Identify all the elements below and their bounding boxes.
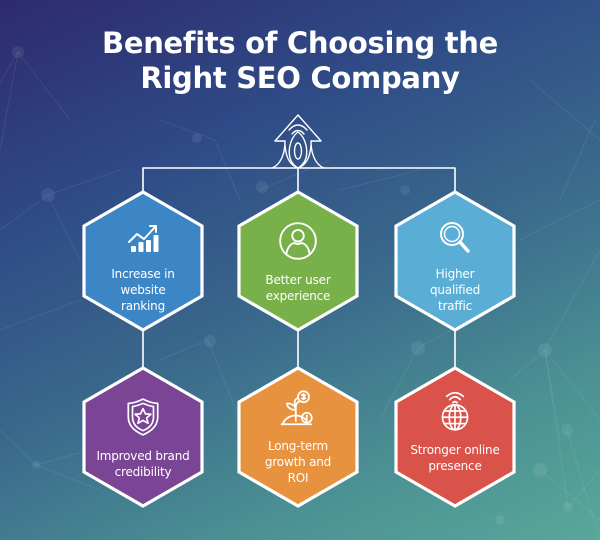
magnifier-icon	[440, 222, 470, 253]
benefit-hex-brand-credibility: Improved brand credibility	[81, 366, 205, 508]
hexagon-shape	[82, 366, 204, 508]
benefit-hex-online-presence: Stronger online presence	[393, 366, 517, 508]
hexagon-shape	[82, 190, 204, 332]
bar-chart-trend-icon	[128, 225, 159, 252]
benefit-label: Increase in website ranking	[111, 266, 175, 314]
label-line: presence	[428, 459, 482, 473]
shield-star-icon	[127, 398, 159, 436]
growth-arrow-icon	[271, 114, 325, 169]
hexagon-shape	[394, 366, 516, 508]
title-line-1: Benefits of Choosing the	[102, 26, 498, 60]
label-line: growth and	[264, 455, 332, 469]
label-line: qualified	[429, 283, 480, 297]
label-line: ROI	[287, 471, 309, 485]
label-line: traffic	[438, 299, 472, 313]
hexagon-shape	[237, 366, 359, 508]
label-line: Stronger online	[410, 443, 500, 457]
label-line: credibility	[114, 465, 172, 479]
benefit-hex-qualified-traffic: Higher qualified traffic	[393, 190, 517, 332]
label-line: Improved brand	[96, 449, 190, 463]
benefit-label: Better user experience	[265, 272, 330, 304]
label-line: experience	[265, 289, 331, 303]
benefit-hex-website-ranking: Increase in website ranking	[81, 190, 205, 332]
hexagon-shape	[237, 190, 359, 332]
label-line: website	[120, 283, 166, 297]
benefit-label: Improved brand credibility	[96, 448, 189, 480]
plant-coins-icon	[280, 390, 313, 426]
user-circle-icon	[279, 222, 317, 260]
benefit-hex-user-experience: Better user experience	[236, 190, 360, 332]
label-line: Better user	[265, 273, 331, 287]
page-title: Benefits of Choosing the Right SEO Compa…	[0, 26, 600, 96]
benefit-label: Higher qualified traffic	[430, 266, 480, 314]
benefit-label: Long-term growth and ROI	[265, 438, 331, 486]
title-line-2: Right SEO Company	[140, 61, 460, 95]
label-line: Long-term	[267, 439, 329, 453]
benefit-hex-growth-roi: Long-term growth and ROI	[236, 366, 360, 508]
label-line: Increase in	[111, 267, 175, 281]
label-line: Higher	[435, 267, 475, 281]
benefit-label: Stronger online presence	[410, 442, 499, 474]
label-line: ranking	[121, 299, 165, 313]
hexagon-shape	[394, 190, 516, 332]
globe-signal-icon	[441, 391, 469, 431]
